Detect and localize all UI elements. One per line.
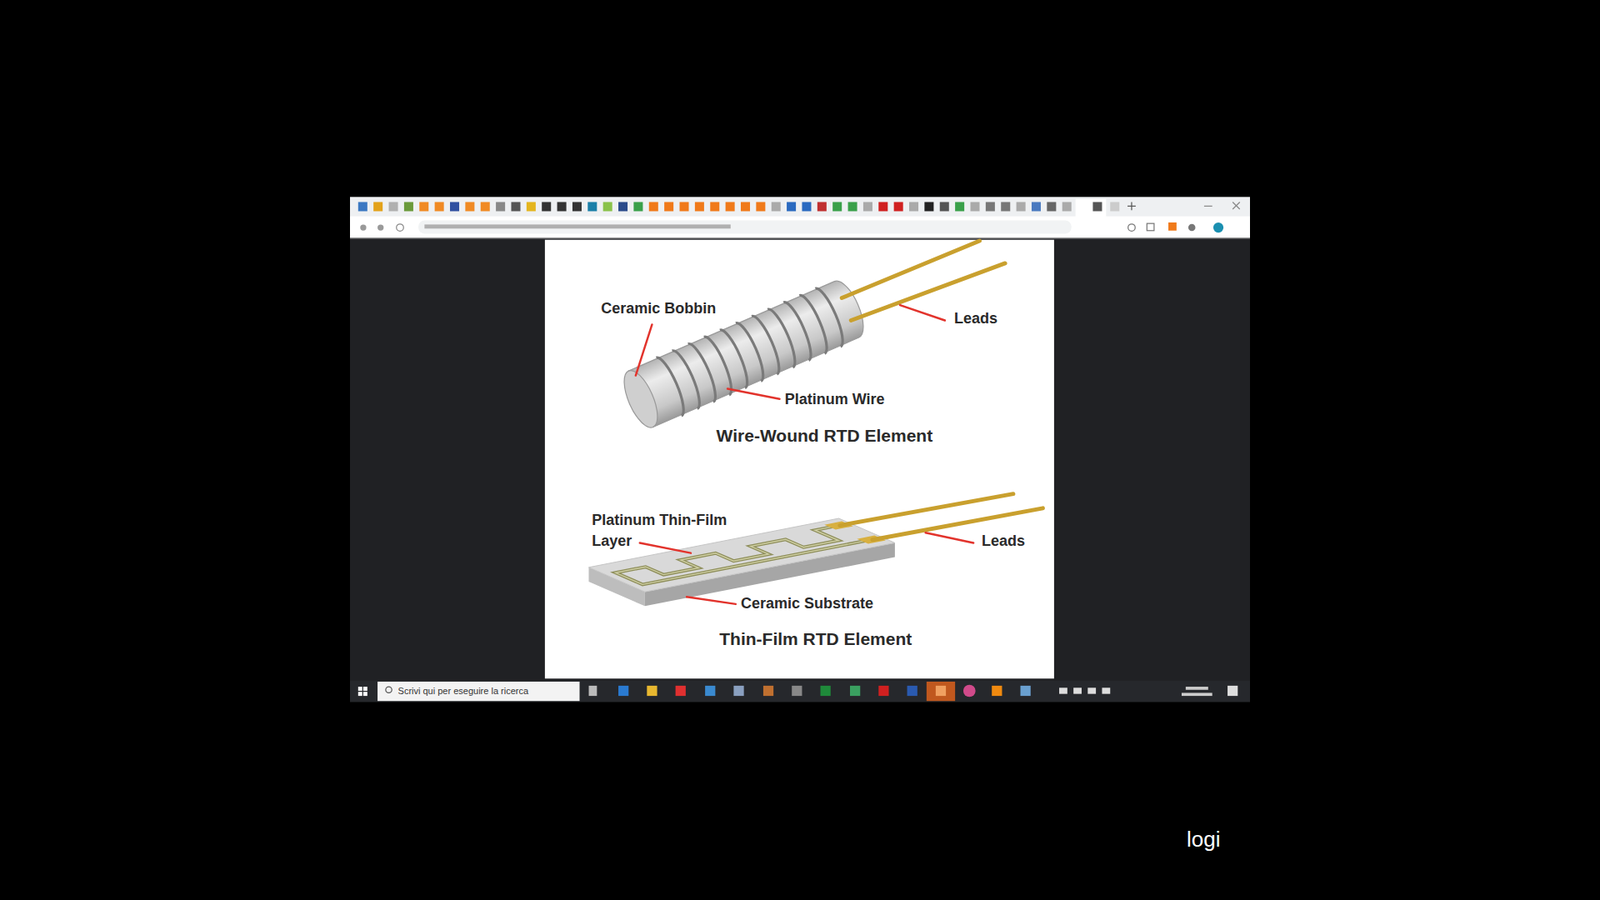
taskbar — [350, 680, 1250, 703]
part-label: Platinum Thin-Film Layer — [591, 510, 740, 552]
part-label: Leads — [954, 310, 998, 329]
lead-wire — [841, 240, 1005, 321]
tab-icons — [358, 199, 1240, 218]
leader-line — [635, 305, 974, 605]
part-label: Platinum Wire — [785, 390, 885, 410]
platinum-film — [604, 521, 886, 588]
taskbar-icons — [358, 681, 1239, 701]
search-box — [377, 681, 580, 701]
part-label: Ceramic Substrate — [740, 595, 874, 614]
element-title: Thin-Film RTD Element — [719, 628, 912, 650]
ceramic-substrate — [589, 518, 895, 606]
search-placeholder: Scrivi qui per eseguire la ricerca — [398, 685, 530, 697]
watermark: logi — [1186, 826, 1220, 853]
image-panel — [545, 240, 1055, 680]
ceramic-bobbin — [616, 275, 870, 434]
element-title: Wire-Wound RTD Element — [716, 425, 934, 446]
browser-window — [350, 196, 1250, 702]
part-label: Leads — [981, 532, 1025, 551]
part-label: Ceramic Bobbin — [600, 300, 716, 319]
